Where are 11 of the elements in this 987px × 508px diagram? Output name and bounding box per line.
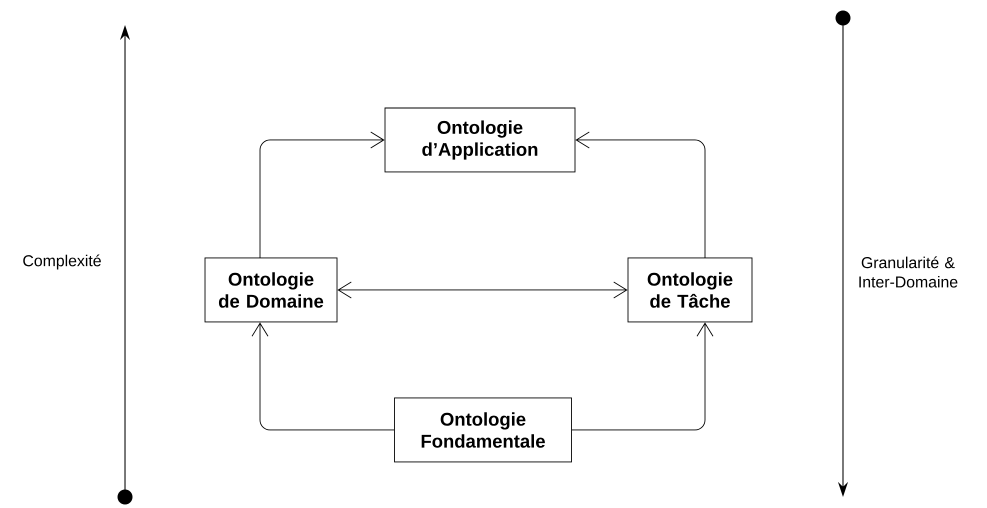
arrow — [575, 132, 706, 258]
axis-label: Complexité — [23, 254, 101, 270]
ontology-box: Ontologie de Tâche — [628, 258, 752, 322]
ontology-box: Ontologie Fondamentale — [394, 398, 572, 462]
arrow — [260, 132, 385, 258]
arrow — [337, 282, 628, 298]
axis-label: Granularité & Inter-Domaine — [859, 256, 958, 288]
arrow — [572, 322, 714, 430]
ontology-box: Ontologie d’Application — [384, 108, 576, 172]
arrow — [252, 322, 394, 430]
ontology-box: Ontologie de Domaine — [204, 258, 338, 322]
